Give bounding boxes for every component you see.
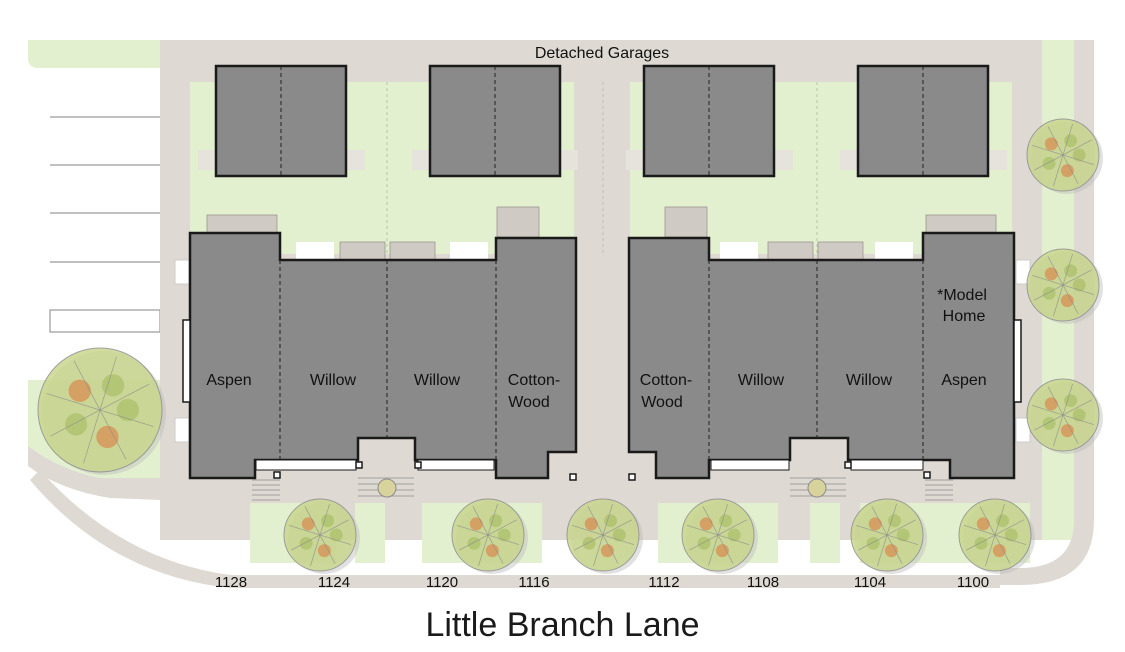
address-number: 1128	[215, 574, 247, 591]
unit-label: Wood	[508, 394, 550, 411]
address-number: 1108	[747, 574, 779, 591]
garages-label: Detached Garages	[535, 45, 669, 62]
lot-lines	[386, 82, 818, 254]
trees	[37, 118, 1103, 574]
tree	[681, 498, 758, 574]
address-number: 1100	[957, 574, 989, 591]
tree	[850, 498, 927, 574]
unit-label: Willow	[310, 372, 357, 389]
model-home-label: Home	[943, 308, 986, 325]
address-number: 1104	[854, 574, 886, 591]
street-name: Little Branch Lane	[425, 606, 700, 644]
townhome-building-east	[627, 231, 1022, 480]
garage-buildings	[198, 64, 1007, 178]
unit-label: Aspen	[941, 372, 986, 389]
unit-label: Willow	[414, 372, 461, 389]
address-number: 1112	[648, 574, 679, 591]
address-number: 1120	[426, 574, 458, 591]
unit-label: Willow	[738, 372, 785, 389]
unit-label: Willow	[846, 372, 893, 389]
parking-lot	[49, 116, 161, 333]
unit-label: Cotton-	[508, 372, 560, 389]
garage-2	[412, 64, 578, 178]
front-sidewalk	[30, 470, 1000, 588]
address-labels: 1128 1124 1120 1116 1112 1108 1104 1100	[215, 574, 989, 591]
townhome-building-west	[182, 231, 578, 480]
unit-label: Cotton-	[640, 372, 692, 389]
tree	[1026, 378, 1103, 454]
garage-4	[840, 64, 1007, 178]
garage-driveways	[228, 40, 980, 254]
rear-stoops	[206, 206, 997, 261]
tree	[37, 347, 166, 475]
tree	[283, 498, 360, 574]
porch-posts	[273, 461, 931, 481]
front-porches	[255, 459, 924, 471]
tree	[566, 498, 643, 574]
tree	[451, 498, 528, 574]
garage-1	[198, 64, 365, 178]
tree	[1026, 118, 1103, 194]
model-home-label: *Model	[937, 287, 987, 304]
front-steps	[252, 477, 953, 501]
unit-labels: Aspen Willow Willow Cotton- Wood Cotton-…	[206, 287, 987, 411]
address-number: 1116	[518, 574, 549, 591]
tree	[958, 498, 1035, 574]
tree	[1026, 248, 1103, 324]
address-number: 1124	[318, 574, 350, 591]
left-sidewalk	[28, 446, 160, 500]
unit-label: Wood	[641, 394, 683, 411]
unit-label: Aspen	[206, 372, 251, 389]
planters	[377, 478, 827, 498]
garage-3	[626, 64, 793, 178]
